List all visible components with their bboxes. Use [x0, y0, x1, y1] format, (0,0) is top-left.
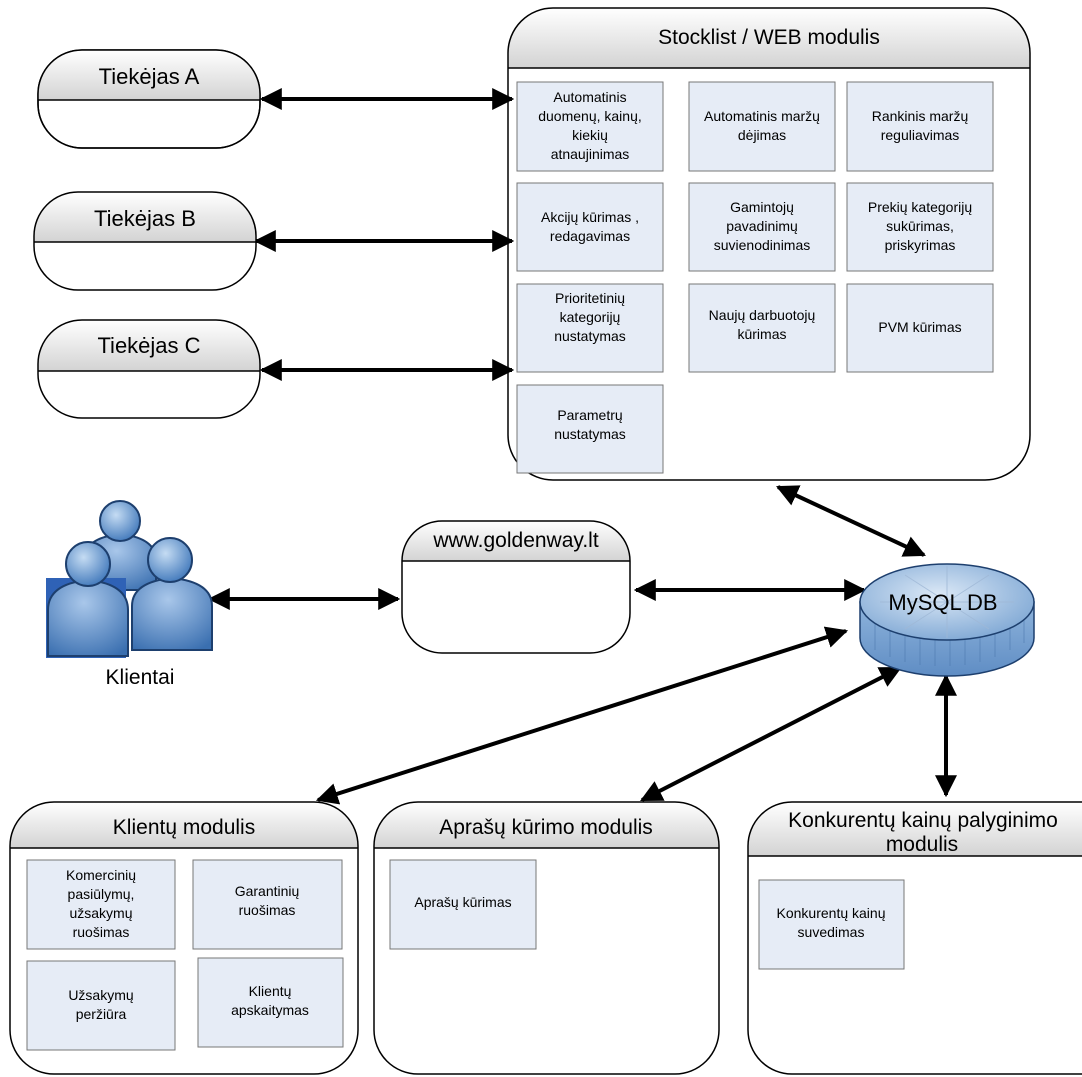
- stocklist-item: Akcijų kūrimas ,redagavimas: [516, 182, 664, 272]
- description-module-item: Aprašų kūrimas: [389, 859, 537, 950]
- supplier-c: Tiekėjas C: [37, 319, 261, 419]
- stocklist-title: Stocklist / WEB modulis: [658, 26, 880, 49]
- connector-descmodule-db: [640, 666, 902, 802]
- stocklist-item: PVM kūrimas: [846, 283, 994, 373]
- website-label: www.goldenway.lt: [432, 529, 599, 552]
- supplier-b-label: Tiekėjas B: [94, 206, 196, 231]
- description-module: Aprašų kūrimo modulis Aprašų kūrimas: [373, 801, 720, 1075]
- description-module-title: Aprašų kūrimo modulis: [439, 816, 653, 839]
- supplier-c-label: Tiekėjas C: [97, 333, 200, 358]
- client-module-title: Klientų modulis: [113, 816, 255, 839]
- connector-clientmodule-db: [315, 626, 849, 805]
- description-module-item-text: Aprašų kūrimas: [414, 894, 511, 910]
- website-box: www.goldenway.lt: [401, 520, 631, 654]
- supplier-b: Tiekėjas B: [33, 191, 257, 291]
- connector-stocklist-db: [776, 485, 926, 557]
- people-icon: [46, 500, 213, 658]
- connectors: [207, 88, 957, 805]
- stocklist-item-text: PVM kūrimas: [878, 319, 961, 335]
- supplier-a: Tiekėjas A: [37, 49, 261, 149]
- clients-label: Klientai: [106, 666, 175, 689]
- stocklist-item-text: Akcijų kūrimas ,redagavimas: [541, 209, 639, 244]
- database-icon: [859, 563, 1035, 677]
- supplier-a-label: Tiekėjas A: [99, 64, 200, 89]
- database-label: MySQL DB: [888, 590, 997, 615]
